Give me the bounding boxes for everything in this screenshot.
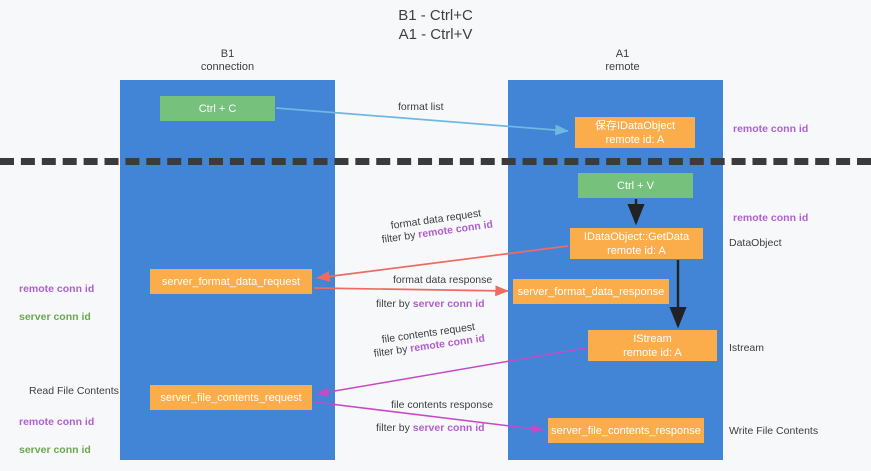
label-format-data-response-filter: filter by server conn id bbox=[376, 298, 485, 311]
annotation-istream: Istream bbox=[729, 342, 765, 354]
filter-prefix: filter by bbox=[381, 228, 420, 246]
node-ctrl-v[interactable]: Ctrl + V bbox=[578, 173, 693, 198]
filter-key-server-conn-id: server conn id bbox=[412, 422, 485, 434]
label-format-data-response: format data response bbox=[393, 274, 493, 286]
annotation-left-conn-ids-bottom: remote conn id server conn id bbox=[19, 401, 94, 471]
lane-header-a1: A1 remote bbox=[605, 48, 640, 73]
label-file-contents-response-filter: filter by server conn id bbox=[376, 422, 485, 435]
annotation-left-remote-conn-id-bottom: remote conn id bbox=[19, 416, 95, 428]
label-format-list: format list bbox=[398, 101, 444, 113]
node-server-format-data-request[interactable]: server_format_data_request bbox=[150, 269, 312, 294]
annotation-remote-conn-id-mid: remote conn id bbox=[733, 212, 809, 224]
filter-prefix: filter by bbox=[376, 422, 413, 434]
filter-key-server-conn-id: server conn id bbox=[412, 298, 485, 310]
annotation-left-conn-ids-mid: remote conn id server conn id bbox=[19, 268, 94, 338]
annotation-dataobject: DataObject bbox=[729, 237, 782, 249]
node-idataobject-getdata[interactable]: IDataObject::GetData remote id: A bbox=[570, 228, 703, 259]
diagram-title: B1 - Ctrl+C A1 - Ctrl+V bbox=[398, 7, 473, 43]
connector-format-data-response bbox=[313, 285, 509, 297]
node-ctrl-c[interactable]: Ctrl + C bbox=[160, 96, 275, 121]
node-server-file-contents-request[interactable]: server_file_contents_request bbox=[150, 385, 312, 410]
node-server-file-contents-response[interactable]: server_file_contents_response bbox=[548, 418, 704, 443]
lane-header-b1: B1 connection bbox=[200, 48, 255, 73]
filter-prefix: filter by bbox=[376, 298, 413, 310]
annotation-left-remote-conn-id-mid: remote conn id bbox=[19, 283, 95, 295]
annotation-left-server-conn-id-mid: server conn id bbox=[19, 311, 91, 323]
annotation-read-file-contents: Read File Contents bbox=[29, 385, 119, 397]
annotation-write-file-contents: Write File Contents bbox=[729, 425, 819, 437]
filter-prefix: filter by bbox=[373, 342, 412, 360]
node-istream[interactable]: IStream remote id: A bbox=[588, 330, 717, 361]
label-file-contents-response: file contents response bbox=[391, 399, 494, 411]
node-save-idataobject[interactable]: 保存IDataObject remote id: A bbox=[575, 117, 695, 148]
annotation-left-server-conn-id-bottom: server conn id bbox=[19, 444, 91, 456]
annotation-remote-conn-id-top: remote conn id bbox=[733, 123, 809, 135]
node-server-format-data-response[interactable]: server_format_data_response bbox=[513, 279, 669, 304]
phase-divider bbox=[0, 158, 871, 165]
